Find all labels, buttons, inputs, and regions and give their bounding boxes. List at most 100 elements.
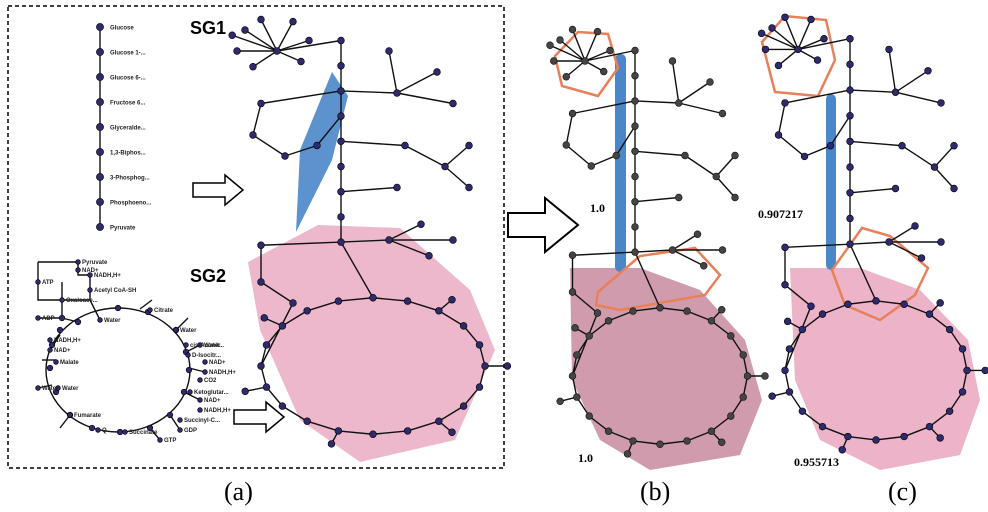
tca-node: [202, 369, 208, 375]
network-node: [820, 34, 828, 43]
network-node: [273, 47, 281, 55]
network-edge: [730, 335, 744, 356]
network-edge: [797, 19, 812, 50]
tca-node: [122, 429, 128, 435]
network-node: [846, 112, 854, 120]
network-edge: [260, 302, 294, 367]
network-edge: [388, 50, 398, 94]
network-node: [774, 61, 783, 70]
network-edge: [388, 239, 430, 257]
network-edge: [634, 100, 679, 104]
network-node: [936, 434, 944, 442]
network-edge: [784, 305, 812, 371]
network-node: [846, 60, 854, 69]
network-node: [631, 248, 639, 256]
network-node: [257, 241, 265, 249]
network-node: [950, 142, 958, 150]
network-edge: [875, 300, 905, 305]
network-edge: [306, 420, 339, 432]
network-edge: [565, 113, 574, 146]
network-node: [781, 99, 789, 107]
network-node: [631, 97, 639, 105]
network-edge: [797, 38, 851, 51]
network-node: [818, 422, 827, 431]
tca-node-label: GDP: [184, 428, 197, 434]
network-edge: [549, 44, 586, 62]
tca-node: [197, 377, 203, 383]
tca-node: [114, 304, 122, 312]
network-node: [612, 151, 620, 160]
network-edge: [672, 233, 698, 251]
network-node: [668, 57, 677, 65]
network-node: [846, 86, 854, 94]
network-node: [739, 351, 747, 359]
network-edge: [686, 430, 712, 442]
network-edge: [438, 405, 464, 422]
network-node: [257, 362, 265, 370]
tca-node-label: D-Isocitr...: [192, 353, 221, 359]
network-node: [459, 402, 468, 410]
tca-node: [97, 317, 103, 323]
network-edge: [634, 150, 686, 157]
glycolysis-node-label: Glucose 6-...: [110, 76, 146, 82]
network-node: [449, 99, 457, 108]
network-node: [981, 366, 988, 375]
network-edge: [632, 307, 661, 312]
network-node: [503, 362, 512, 370]
network-edge: [252, 103, 262, 136]
network-edge: [949, 391, 964, 412]
network-node: [631, 198, 639, 206]
network-node: [403, 297, 412, 305]
network-edge: [888, 225, 916, 243]
tca-node-label: Oxaloace...: [66, 298, 98, 304]
tca-node: [95, 427, 101, 433]
network-node: [683, 307, 691, 315]
network-edge: [784, 17, 799, 50]
network-node: [568, 251, 577, 259]
tca-node: [58, 314, 66, 322]
network-node: [924, 67, 932, 75]
network-node: [305, 36, 313, 45]
network-node: [233, 47, 241, 55]
network-edge: [590, 154, 617, 167]
glycolysis-node-label: 1,3-Biphos...: [110, 151, 146, 157]
network-node: [681, 151, 689, 160]
network-edge: [730, 396, 744, 417]
network-node: [781, 366, 789, 375]
tca-node: [88, 424, 96, 432]
network-node: [393, 89, 401, 97]
network-edge: [761, 32, 799, 51]
network-edge: [929, 410, 951, 428]
network-node: [550, 57, 558, 65]
arrow-right-icon: [192, 173, 245, 207]
network-node: [403, 427, 412, 435]
tca-node: [187, 389, 193, 395]
arrow-right-icon: [233, 400, 286, 434]
network-edge: [895, 70, 929, 93]
network-edge: [634, 196, 679, 203]
network-node: [629, 437, 637, 445]
tca-node-label: Succinate: [129, 430, 158, 436]
network-edge: [933, 166, 955, 189]
orange-outline-c-mid: [830, 226, 930, 322]
tca-node-label: NADH,H+: [204, 408, 231, 414]
tca-node: [55, 385, 61, 391]
network-edge: [588, 320, 609, 337]
network-node: [289, 17, 297, 26]
network-node: [303, 417, 311, 425]
network-node: [385, 47, 393, 55]
network-edge: [565, 144, 592, 167]
network-edge: [903, 426, 930, 438]
network-node: [813, 56, 822, 64]
network-node: [818, 310, 827, 318]
network-node: [435, 417, 443, 425]
network-node: [465, 183, 473, 192]
network-edge: [686, 310, 712, 322]
network-node: [449, 236, 457, 244]
network-node: [303, 307, 311, 315]
network-node: [838, 446, 846, 454]
network-node: [731, 151, 739, 160]
network-edge: [659, 440, 688, 445]
tca-node: [147, 307, 153, 313]
network-node: [675, 193, 683, 202]
